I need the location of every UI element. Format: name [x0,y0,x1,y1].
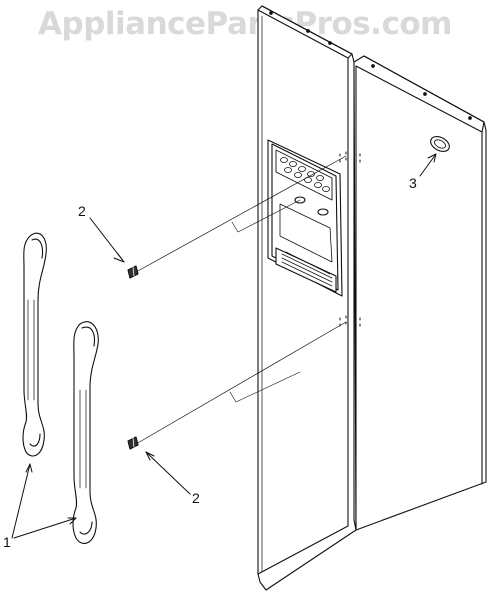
fresh-food-door [353,55,487,531]
door-handle-upper [22,232,47,457]
handle-mount-holes [339,151,361,327]
screw-alignment-line-upper [135,155,347,273]
callout-2-lower-screw: 2 [192,490,200,506]
logo-badge [430,136,450,152]
watermark: AppliancePartsPros.com [38,6,452,42]
screw-alignment-line-lower [135,321,347,445]
callout-3-logo: 3 [409,175,417,191]
door-handle-lower [72,321,99,544]
screw-upper [127,265,139,279]
leader-lines [11,153,437,539]
freezer-door [257,5,357,591]
callout-1-handles: 1 [3,534,11,550]
ice-water-dispenser [267,139,343,297]
screw-lower [127,436,139,450]
callout-2-upper-screw: 2 [78,203,86,219]
